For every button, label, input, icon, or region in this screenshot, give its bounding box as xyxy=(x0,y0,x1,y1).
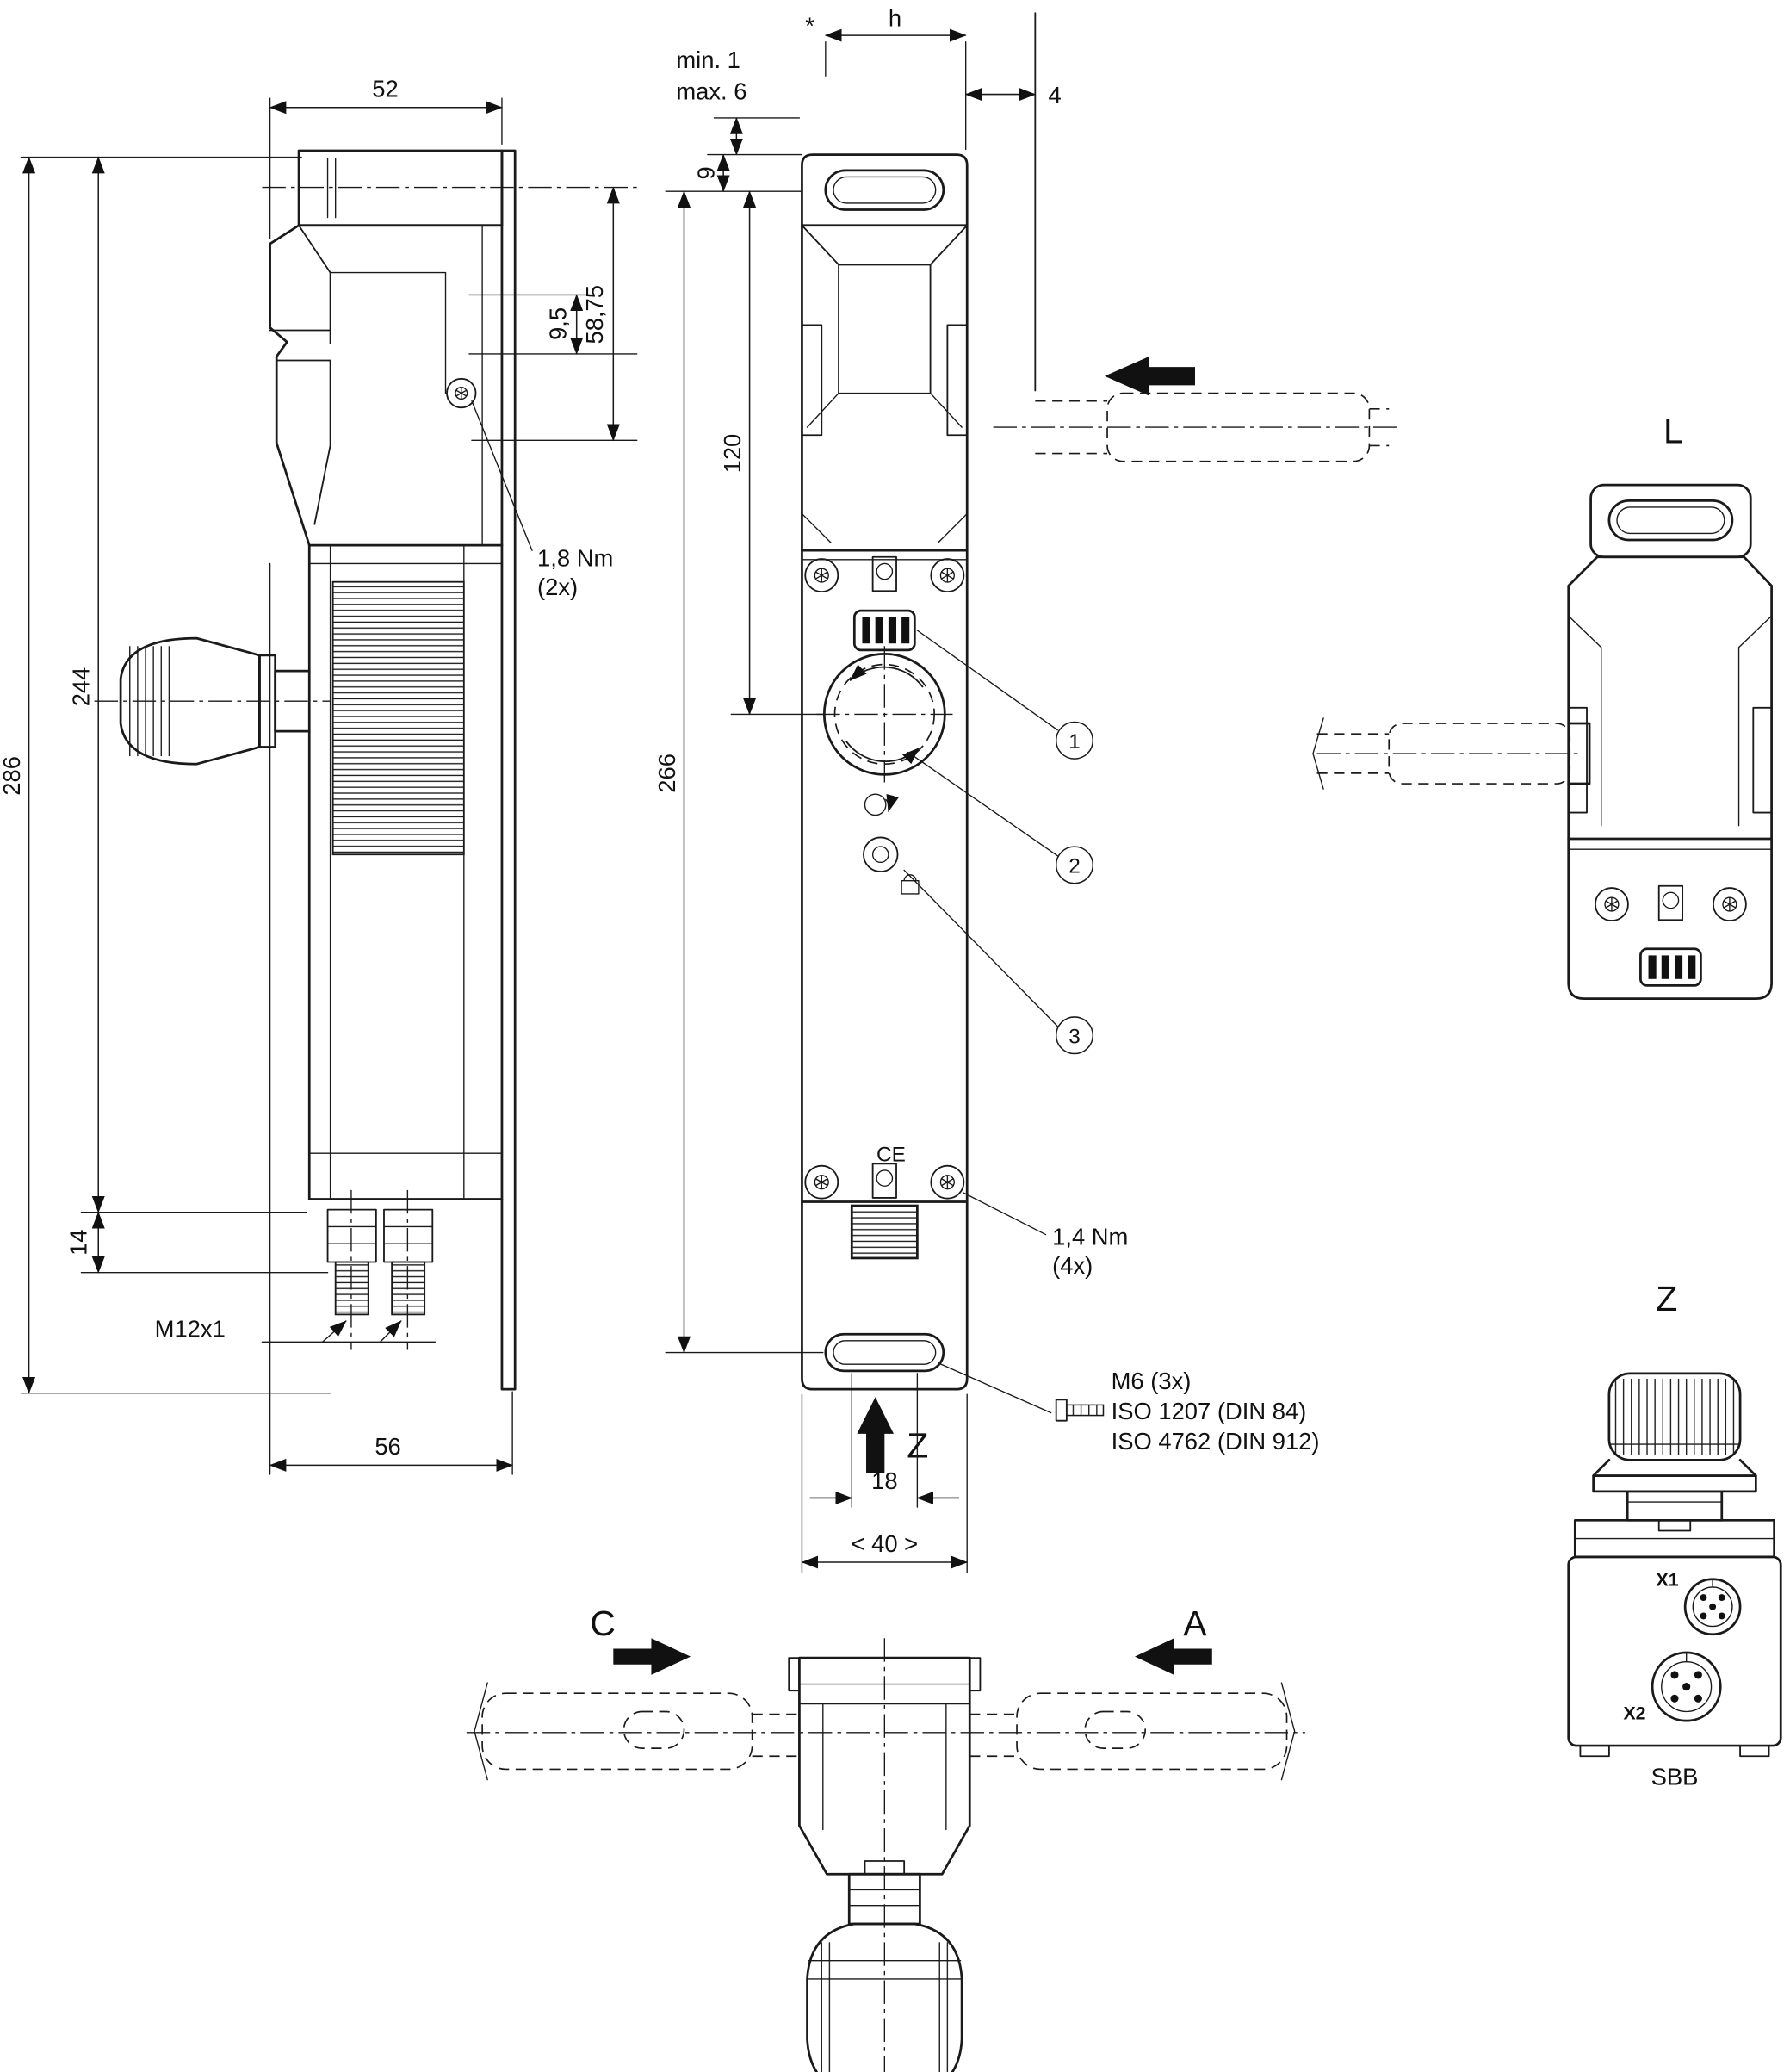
side-view: 52 286 244 14 9,5 58,75 1,8 Nm (2x) M12x xyxy=(0,76,640,1475)
view-a-arrow xyxy=(1134,1638,1212,1675)
ce-mark: CE xyxy=(876,1143,906,1166)
front-screw-bottom-left xyxy=(804,1164,839,1200)
side-lock-module-ribs xyxy=(331,580,465,856)
dim-18: 18 xyxy=(871,1467,897,1494)
front-view: CE 1 2 3 xyxy=(653,4,1403,1573)
l-top-bracket xyxy=(1589,483,1752,559)
z-connector-x1 xyxy=(1683,1578,1742,1636)
callout-2: 2 xyxy=(1068,855,1081,878)
top-actuator-dashed-left xyxy=(474,1682,800,1781)
thread-label: M12x1 xyxy=(155,1315,226,1342)
side-cable-connectors xyxy=(326,1189,434,1350)
screw-icon xyxy=(1055,1399,1068,1422)
dim-4: 4 xyxy=(1049,82,1062,109)
dim-h-star: * xyxy=(805,13,814,40)
top-actuator-dashed-right xyxy=(969,1682,1296,1781)
view-c-arrow xyxy=(613,1638,691,1675)
screw-spec-note: M6 (3x) ISO 1207 (DIN 84) ISO 4762 (DIN … xyxy=(938,1362,1320,1455)
callout-circle-2 xyxy=(1055,846,1094,884)
l-body-outline xyxy=(1567,555,1773,1000)
front-actuator xyxy=(993,12,1403,462)
dim-286: 286 xyxy=(0,756,25,796)
dim-max: max. 6 xyxy=(676,78,746,105)
top-view: C A xyxy=(466,1604,1305,2072)
front-rotary-release xyxy=(816,646,953,783)
side-body-outline xyxy=(307,543,504,1200)
front-top-slot xyxy=(824,169,945,211)
callout-1: 1 xyxy=(1068,730,1081,754)
dim-14: 14 xyxy=(65,1229,92,1255)
screw-iso2: ISO 4762 (DIN 912) xyxy=(1112,1428,1320,1455)
actuator-direction-arrow xyxy=(1104,356,1195,396)
side-estop-button xyxy=(94,636,331,766)
side-head-outline xyxy=(269,224,504,547)
l-actuator-slot xyxy=(1567,722,1591,785)
front-callouts: 1 2 3 xyxy=(903,630,1094,1055)
front-screw-top-left xyxy=(804,558,839,593)
sbb-label: SBB xyxy=(1651,1764,1699,1790)
torque-note-side: 1,8 Nm xyxy=(537,544,613,571)
dim-40: < 40 > xyxy=(852,1530,919,1557)
z-estop-mushroom xyxy=(1592,1372,1757,1522)
side-view-dimensions: 52 286 244 14 9,5 58,75 1,8 Nm (2x) M12x xyxy=(0,76,638,1475)
dim-9: 9 xyxy=(692,166,719,179)
front-head xyxy=(801,224,969,561)
l-led-window xyxy=(1639,947,1702,987)
view-c-label: C xyxy=(590,1604,616,1643)
l-screw-right xyxy=(1712,887,1747,921)
z-connector-x2 xyxy=(1651,1651,1722,1722)
screw-iso1: ISO 1207 (DIN 84) xyxy=(1112,1398,1307,1424)
l-screw-left xyxy=(1595,887,1629,921)
front-screw-bottom-right xyxy=(930,1164,965,1200)
top-estop-mushroom xyxy=(806,1922,963,2072)
screw-size: M6 (3x) xyxy=(1112,1368,1192,1394)
front-led-window xyxy=(852,609,916,652)
side-top-bracket xyxy=(297,149,504,227)
callout-3: 3 xyxy=(1068,1025,1081,1048)
connector-x1-label: X1 xyxy=(1656,1569,1678,1590)
torque-note-side-qty: (2x) xyxy=(537,574,578,600)
front-view-dimensions: min. 1 max. 6 9 120 266 * h 4 xyxy=(653,4,1062,1573)
l-view-label: L xyxy=(1663,411,1683,450)
front-cable-gland xyxy=(850,1204,919,1260)
callout-circle-3 xyxy=(1055,1016,1094,1055)
dim-min: min. 1 xyxy=(676,47,740,73)
dim-56: 56 xyxy=(375,1433,400,1460)
l-actuator-dashed xyxy=(1312,717,1582,790)
dim-120: 120 xyxy=(719,434,746,474)
z-view-label: Z xyxy=(1656,1279,1677,1318)
dim-52: 52 xyxy=(372,76,398,102)
side-mounting-plate xyxy=(500,149,517,1391)
dim-h: h xyxy=(889,4,901,31)
front-body-outline xyxy=(801,153,969,1391)
connector-x2-label: X2 xyxy=(1623,1703,1645,1724)
l-view: L xyxy=(1312,411,1773,1000)
dim-9-5: 9,5 xyxy=(545,307,572,340)
front-screw-top-right xyxy=(930,558,965,593)
dim-244: 244 xyxy=(68,667,95,707)
front-aux-release xyxy=(863,793,920,895)
dim-58-75: 58,75 xyxy=(581,285,608,344)
z-body xyxy=(1567,1518,1782,1758)
side-head-screw xyxy=(446,377,477,409)
torque-note-front-qty: (4x) xyxy=(1052,1252,1093,1279)
z-view: Z X1 xyxy=(1567,1279,1782,1790)
dim-266: 266 xyxy=(653,754,680,793)
callout-circle-1 xyxy=(1055,721,1094,760)
torque-note-front: 1,4 Nm xyxy=(1052,1224,1128,1250)
z-view-arrow xyxy=(857,1397,894,1473)
view-a-label: A xyxy=(1183,1604,1207,1643)
front-bottom-slot xyxy=(824,1332,945,1373)
